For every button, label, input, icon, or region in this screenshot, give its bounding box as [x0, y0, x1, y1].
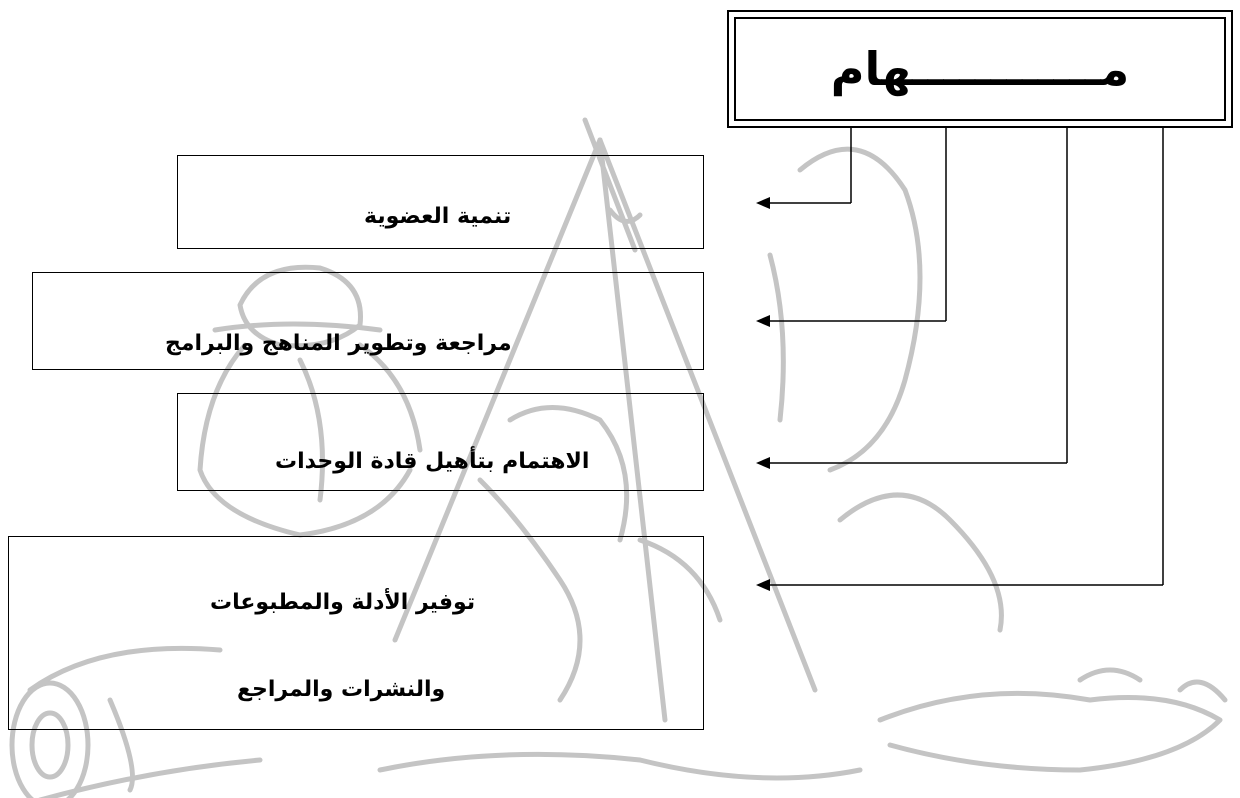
diagram-title: مــــــــــــهام — [830, 42, 1130, 96]
title-box: مــــــــــــهام — [727, 10, 1233, 128]
task-box-curricula — [32, 272, 704, 370]
connector-task-4 — [756, 128, 1164, 591]
task-box-membership — [177, 155, 704, 249]
task-label-membership: تنمية العضوية — [364, 204, 512, 229]
connector-task-3 — [756, 128, 1068, 469]
task-box-publications — [8, 536, 704, 730]
task-label-curricula: مراجعة وتطوير المناهج والبرامج — [165, 331, 512, 356]
task-label-leaders: الاهتمام بتأهيل قادة الوحدات — [275, 449, 590, 474]
connector-task-1 — [756, 128, 852, 209]
title-box-inner-border: مــــــــــــهام — [734, 17, 1226, 121]
task-box-leaders — [177, 393, 704, 491]
connector-task-2 — [756, 128, 947, 327]
task-label-publications-line2: والنشرات والمراجع — [237, 677, 446, 702]
task-label-publications-line1: توفير الأدلة والمطبوعات — [210, 590, 476, 615]
